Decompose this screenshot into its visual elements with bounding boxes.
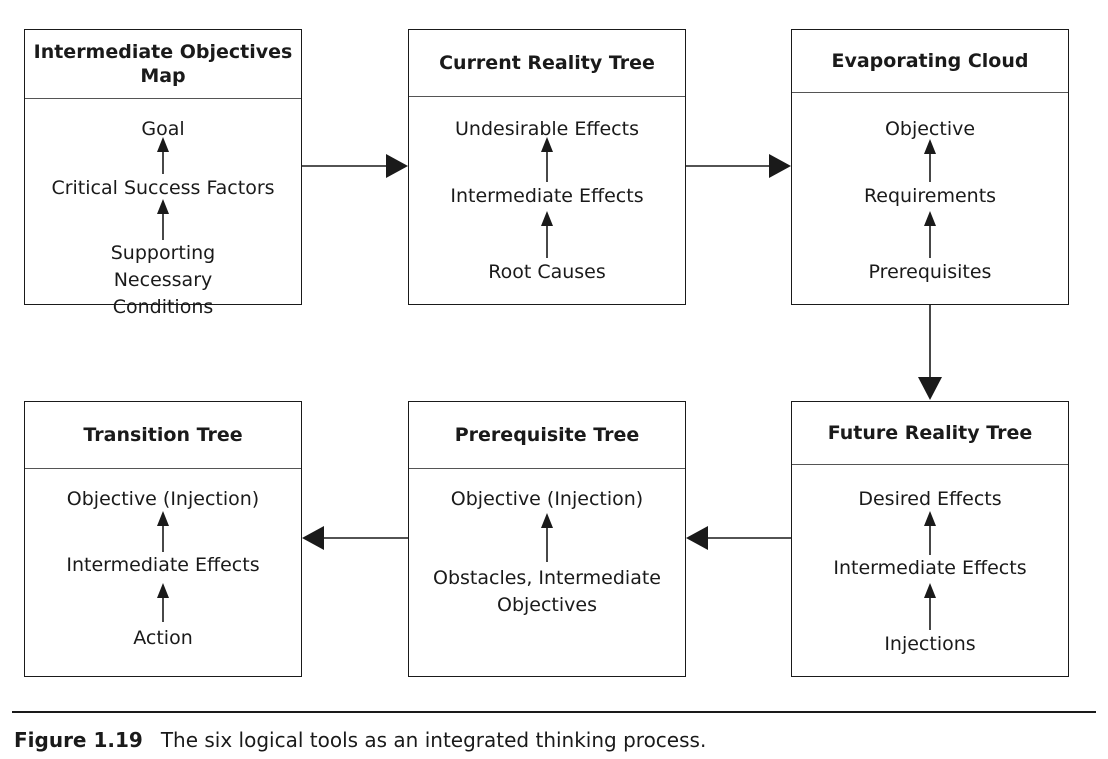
box-title: Transition Tree: [25, 402, 301, 469]
node-desired-effects: Desired Effects: [858, 488, 1002, 510]
box-future-reality-tree: Future Reality Tree Desired Effects Inte…: [791, 401, 1069, 677]
node-requirements: Requirements: [863, 185, 997, 207]
flow-arrow-left: [302, 526, 408, 550]
box-evaporating-cloud: Evaporating Cloud Objective Requirements…: [791, 29, 1069, 305]
box-intermediate-objectives-map: Intermediate Objectives Map Goal Critica…: [24, 29, 302, 318]
flow-arrow-left: [686, 526, 791, 550]
node-root-causes: Root Causes: [488, 261, 606, 283]
node-intermediate-effects: Intermediate Effects: [833, 557, 1027, 579]
node-action: Action: [133, 627, 193, 649]
caption-divider: [12, 711, 1096, 713]
flow-arrow-right: [302, 154, 408, 178]
flow-arrow-right: [686, 154, 791, 178]
box-title: Future Reality Tree: [792, 402, 1068, 465]
box-transition-tree: Transition Tree Objective (Injection) In…: [24, 401, 302, 677]
node-intermediate-effects: Intermediate Effects: [450, 185, 644, 207]
node-critical-success-factors: Critical Success Factors: [51, 177, 275, 199]
node-supporting-necessary-conditions: Supporting Necessary Conditions: [110, 242, 216, 318]
node-prerequisites: Prerequisites: [868, 261, 992, 283]
flow-arrow-down: [918, 305, 942, 400]
node-objective-injection: Objective (Injection): [450, 488, 644, 510]
box-title: Current Reality Tree: [409, 30, 685, 97]
node-obstacles-intermediate-objectives: Obstacles, Intermediate Objectives: [433, 567, 661, 616]
node-goal: Goal: [141, 118, 185, 140]
box-title: Evaporating Cloud: [792, 30, 1068, 93]
node-objective: Objective: [884, 118, 976, 140]
node-injections: Injections: [884, 633, 976, 655]
box-title: Intermediate Objectives Map: [25, 30, 301, 99]
node-undesirable-effects: Undesirable Effects: [455, 118, 639, 140]
node-objective-injection: Objective (Injection): [66, 488, 260, 510]
box-title: Prerequisite Tree: [409, 402, 685, 469]
figure-caption-text: The six logical tools as an integrated t…: [160, 728, 707, 752]
node-intermediate-effects: Intermediate Effects: [66, 554, 260, 576]
figure-caption: Figure 1.19 The six logical tools as an i…: [14, 727, 706, 753]
box-prerequisite-tree: Prerequisite Tree Objective (Injection) …: [408, 401, 686, 677]
figure-label: Figure 1.19: [14, 728, 143, 752]
box-current-reality-tree: Current Reality Tree Undesirable Effects…: [408, 29, 686, 305]
